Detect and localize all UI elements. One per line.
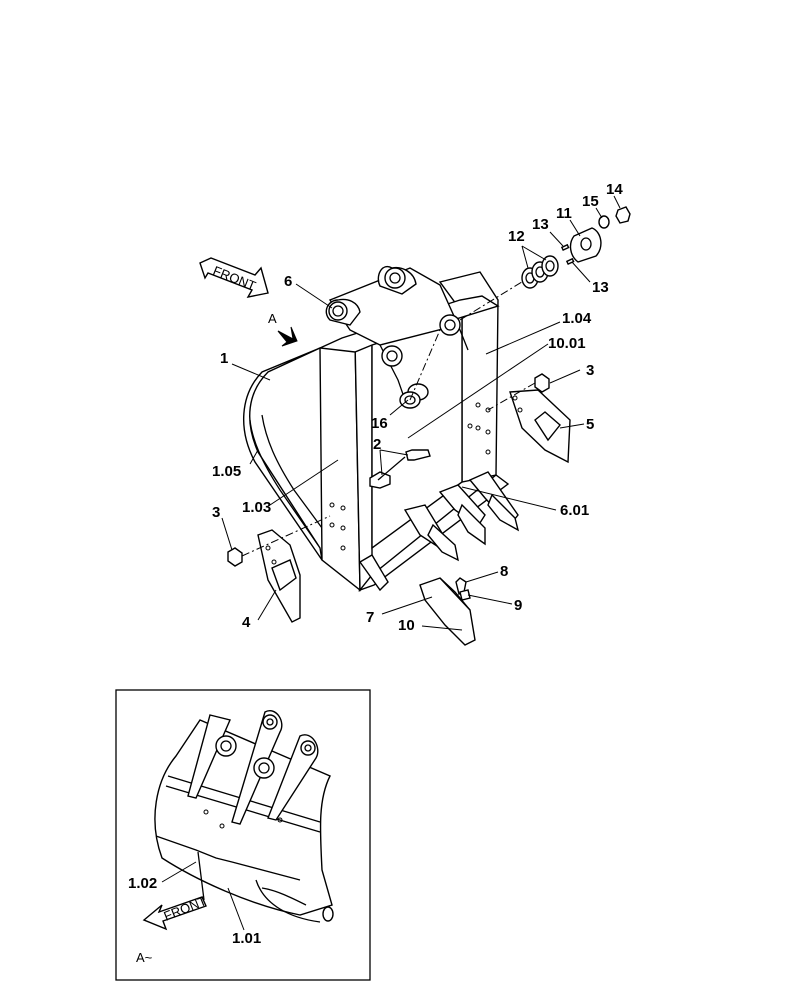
callout-1-05: 1.05 (212, 463, 241, 480)
leader-lines (221, 195, 621, 631)
inset-bucket (154, 710, 334, 923)
callout-14: 14 (606, 181, 623, 198)
callout-3-left: 3 (212, 504, 220, 521)
callout-13-upper: 13 (532, 216, 549, 233)
nut-3-right (534, 373, 550, 393)
view-arrow-icon (277, 326, 298, 347)
callout-9: 9 (514, 597, 522, 614)
callout-6: 6 (284, 273, 292, 290)
callout-13-lower: 13 (592, 279, 609, 296)
pin-13-upper (560, 243, 570, 252)
callout-16: 16 (371, 415, 388, 432)
plate-11 (569, 227, 602, 263)
nut-3-left (227, 547, 243, 567)
callout-1-02: 1.02 (128, 875, 157, 892)
callout-11: 11 (556, 205, 572, 222)
tooth-assembly (419, 577, 476, 646)
callout-1-04: 1.04 (562, 310, 592, 327)
callout-7: 7 (366, 609, 374, 626)
inset-caption: A~ (136, 950, 153, 965)
callout-6-01: 6.01 (560, 502, 589, 519)
leader-1-02 (161, 861, 197, 883)
callout-15: 15 (582, 193, 599, 210)
callout-10-01: 10.01 (548, 335, 586, 352)
callout-10: 10 (398, 617, 415, 634)
bolt-14 (615, 206, 631, 224)
callout-1-03: 1.03 (242, 499, 271, 516)
pin-13-lower (565, 257, 575, 266)
callout-2: 2 (373, 436, 381, 453)
callout-1-01: 1.01 (232, 930, 261, 947)
bucket-teeth (358, 471, 520, 592)
callout-4: 4 (242, 614, 251, 631)
front-arrow-icon: FRONT (199, 257, 269, 298)
callout-3-right: 3 (586, 362, 594, 379)
view-marker: A (268, 311, 277, 326)
side-cutter-4 (257, 529, 301, 623)
bolt-2 (369, 449, 431, 489)
callout-5: 5 (586, 416, 594, 433)
washer-15 (598, 215, 610, 229)
leader-1-01 (227, 887, 245, 931)
callout-8: 8 (500, 563, 508, 580)
callout-1: 1 (220, 350, 228, 367)
shims-12 (521, 255, 559, 289)
side-cutter-5 (509, 389, 571, 464)
callout-12: 12 (508, 228, 525, 245)
